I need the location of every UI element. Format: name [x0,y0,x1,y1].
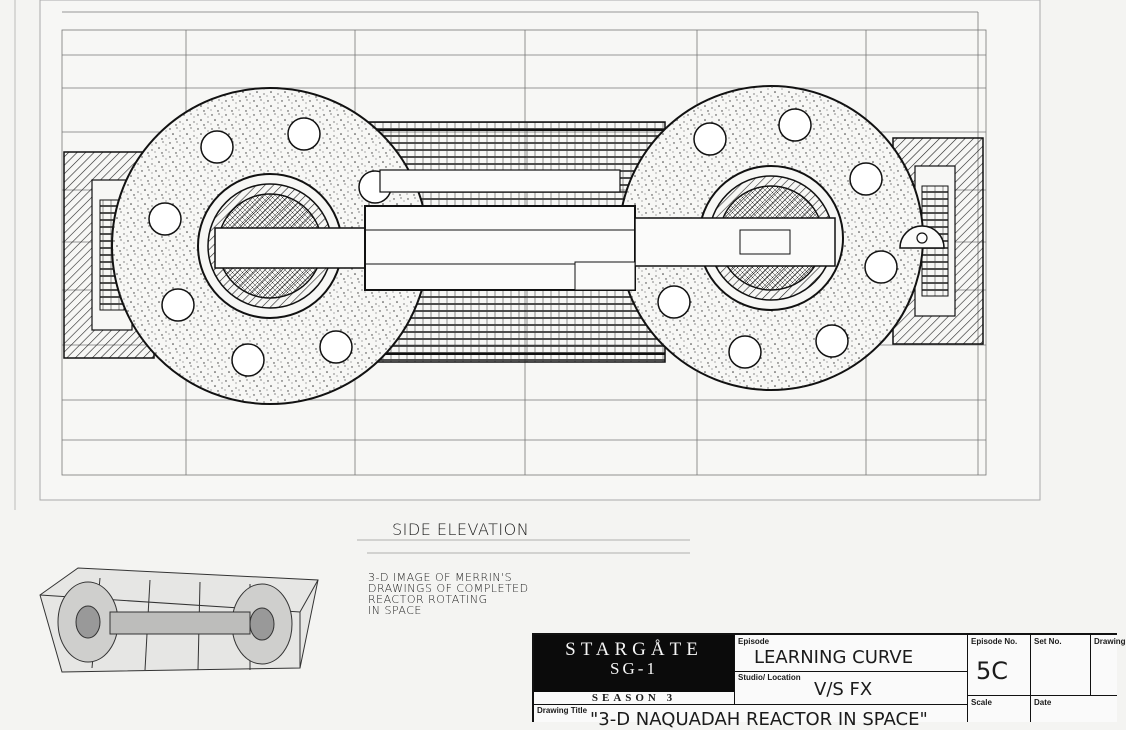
note-line-1: 3-D IMAGE OF MERRIN'S [368,571,513,584]
reactor-drawing [14,0,1041,673]
episode-no-value: 5C [976,657,1009,685]
episode-value: LEARNING CURVE [754,647,914,668]
note-line-4: IN SPACE [368,604,422,617]
logo-line-2: SG-1 [610,659,658,678]
blueprint-sheet: SIDE ELEVATION 3-D IMAGE OF MERRIN'S DRA… [14,0,1126,730]
episode-no-label: Episode No. [971,637,1018,646]
drawing-title-value: "3-D NAQUADAH REACTOR IN SPACE" [590,709,928,730]
title-block: STARGÅTE SG-1 SEASON 3 Episode LEARNING … [532,633,1126,730]
right-disc [618,85,924,391]
note-line-2: DRAWINGS OF COMPLETED [368,582,529,595]
note-line-3: REACTOR ROTATING [368,593,488,606]
central-shaft [214,169,945,291]
set-no-label: Set No. [1034,637,1062,646]
date-label: Date [1034,698,1052,707]
drawing-note: 3-D IMAGE OF MERRIN'S DRAWINGS OF COMPLE… [368,572,529,616]
studio-label: Studio/ Location [738,673,801,682]
reactor-3d-thumbnail [39,567,319,673]
logo-line-1: STARGÅTE [565,639,703,660]
drawing-label: Drawing [1094,637,1126,646]
view-label: SIDE ELEVATION [392,520,530,539]
scale-label: Scale [971,698,992,707]
studio-value: V/S FX [814,679,873,700]
episode-label: Episode [738,637,770,646]
stargate-logo: STARGÅTE SG-1 [534,635,734,692]
drawing-title-label: Drawing Title [537,706,588,715]
